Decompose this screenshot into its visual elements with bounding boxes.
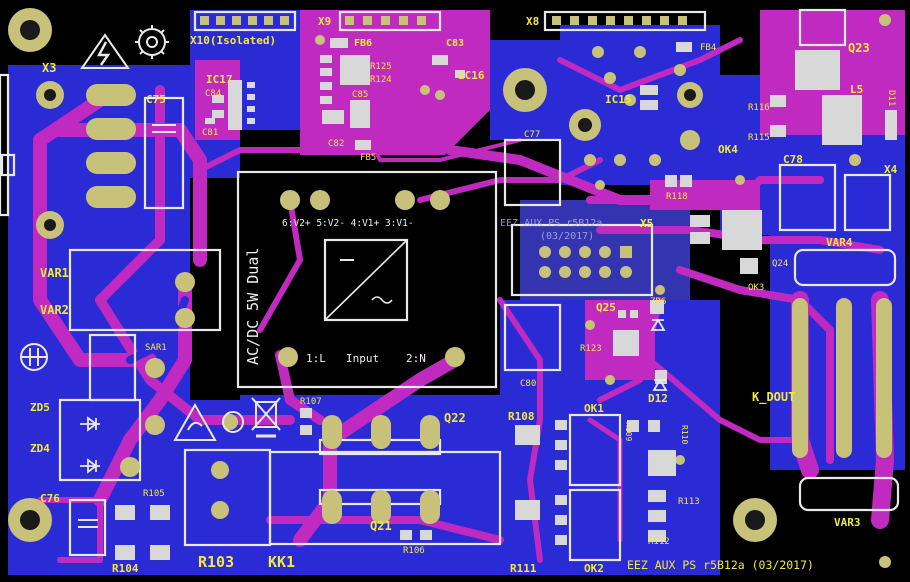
label-zd5: ZD5 bbox=[30, 401, 50, 414]
mirrored-bottom-text: EEZ AUX PS r5B12a (03/2017) bbox=[500, 218, 602, 242]
label-q21: Q21 bbox=[370, 519, 392, 533]
label-sar1: SAR1 bbox=[145, 343, 167, 353]
label-r125: R125 bbox=[370, 62, 392, 72]
capacitor-symbols bbox=[78, 124, 176, 528]
double-insulation-icon bbox=[20, 343, 48, 371]
label-zd4: ZD4 bbox=[30, 442, 50, 455]
label-var4: VAR4 bbox=[826, 236, 853, 249]
label-r123: R123 bbox=[580, 344, 602, 354]
label-r113: R113 bbox=[678, 497, 700, 507]
label-r103: R103 bbox=[198, 553, 234, 571]
label-ok4: OK4 bbox=[718, 143, 738, 156]
label-r116: R116 bbox=[748, 103, 770, 113]
module-vertical-label: AC/DC 5W Dual bbox=[244, 248, 262, 365]
label-r104: R104 bbox=[112, 562, 139, 575]
label-r105: R105 bbox=[143, 489, 165, 499]
board-title: EEZ AUX PS r5B12a (03/2017) bbox=[627, 558, 814, 572]
label-r108: R108 bbox=[508, 410, 535, 423]
label-r111: R111 bbox=[510, 562, 537, 575]
silkscreen-outlines bbox=[0, 8, 900, 562]
label-c82: C82 bbox=[328, 139, 344, 149]
label-c85: C85 bbox=[352, 90, 368, 100]
module-pin-n: 2:N bbox=[406, 352, 426, 365]
label-fb4: FB4 bbox=[700, 43, 716, 53]
label-x4: X4 bbox=[884, 163, 898, 176]
label-d11: D11 bbox=[886, 90, 896, 106]
label-r110: R110 bbox=[680, 425, 689, 444]
label-c78: C78 bbox=[783, 153, 803, 166]
label-q22: Q22 bbox=[444, 411, 466, 425]
label-x10: X10(Isolated) bbox=[190, 34, 276, 47]
label-c83: C83 bbox=[446, 38, 464, 49]
label-kk1: KK1 bbox=[268, 553, 295, 571]
label-q23: Q23 bbox=[848, 41, 870, 55]
label-r109: R109 bbox=[624, 422, 633, 441]
label-x3: X3 bbox=[42, 61, 56, 75]
label-r106: R106 bbox=[403, 546, 425, 556]
label-ok1: OK1 bbox=[584, 402, 604, 415]
module-pin-row: 6:V2+ 5:V2- 4:V1+ 3:V1- bbox=[282, 218, 414, 229]
pb-free-icon bbox=[222, 411, 244, 433]
hazard-icon bbox=[80, 33, 130, 69]
label-r112: R112 bbox=[648, 537, 670, 547]
weee-bin-icon bbox=[251, 397, 281, 438]
label-q24: Q24 bbox=[772, 259, 788, 269]
label-c75: C75 bbox=[146, 93, 166, 106]
label-ok3: OK3 bbox=[748, 283, 764, 293]
label-r118: R118 bbox=[666, 192, 688, 202]
label-r107: R107 bbox=[300, 397, 322, 407]
label-k-dout: K_DOUT bbox=[752, 390, 795, 405]
label-q25: Q25 bbox=[596, 301, 616, 314]
label-ic15: IC15 bbox=[605, 93, 632, 106]
label-var3: VAR3 bbox=[834, 516, 861, 529]
through-hole-pads bbox=[8, 8, 892, 568]
label-c76: C76 bbox=[40, 492, 60, 505]
label-fb6: FB6 bbox=[354, 38, 372, 49]
label-ok2: OK2 bbox=[584, 562, 604, 575]
label-ic17: IC17 bbox=[206, 73, 233, 86]
label-var1: VAR1 bbox=[40, 266, 69, 280]
label-c80: C80 bbox=[520, 379, 536, 389]
designators: X3 X10(Isolated) X9 X8 FB6 C83 IC16 R125… bbox=[30, 15, 898, 575]
label-r124: R124 bbox=[370, 75, 392, 85]
diode-symbols bbox=[80, 318, 668, 474]
label-x5: X5 bbox=[640, 217, 653, 230]
label-c81: C81 bbox=[202, 128, 218, 138]
module-pin-input: Input bbox=[346, 352, 379, 365]
label-d12: D12 bbox=[648, 392, 668, 405]
label-r115: R115 bbox=[748, 133, 770, 143]
label-zd6: ZD6 bbox=[650, 297, 666, 307]
label-x9: X9 bbox=[318, 15, 331, 28]
smd-pads bbox=[115, 38, 897, 560]
gear-icon bbox=[135, 25, 169, 59]
label-fb5: FB5 bbox=[360, 153, 376, 163]
label-var2: VAR2 bbox=[40, 303, 69, 317]
mirrored-text-line2: (03/2017) bbox=[540, 231, 594, 242]
label-c77: C77 bbox=[524, 130, 540, 140]
label-ic16: IC16 bbox=[458, 69, 485, 82]
mirrored-text-line1: EEZ AUX PS r5B12a bbox=[500, 218, 602, 229]
label-l5: L5 bbox=[850, 83, 863, 96]
label-c84: C84 bbox=[205, 89, 221, 99]
module-pin-l: 1:L bbox=[306, 352, 326, 365]
esd-warning-icon bbox=[173, 402, 217, 441]
label-x8: X8 bbox=[526, 15, 539, 28]
